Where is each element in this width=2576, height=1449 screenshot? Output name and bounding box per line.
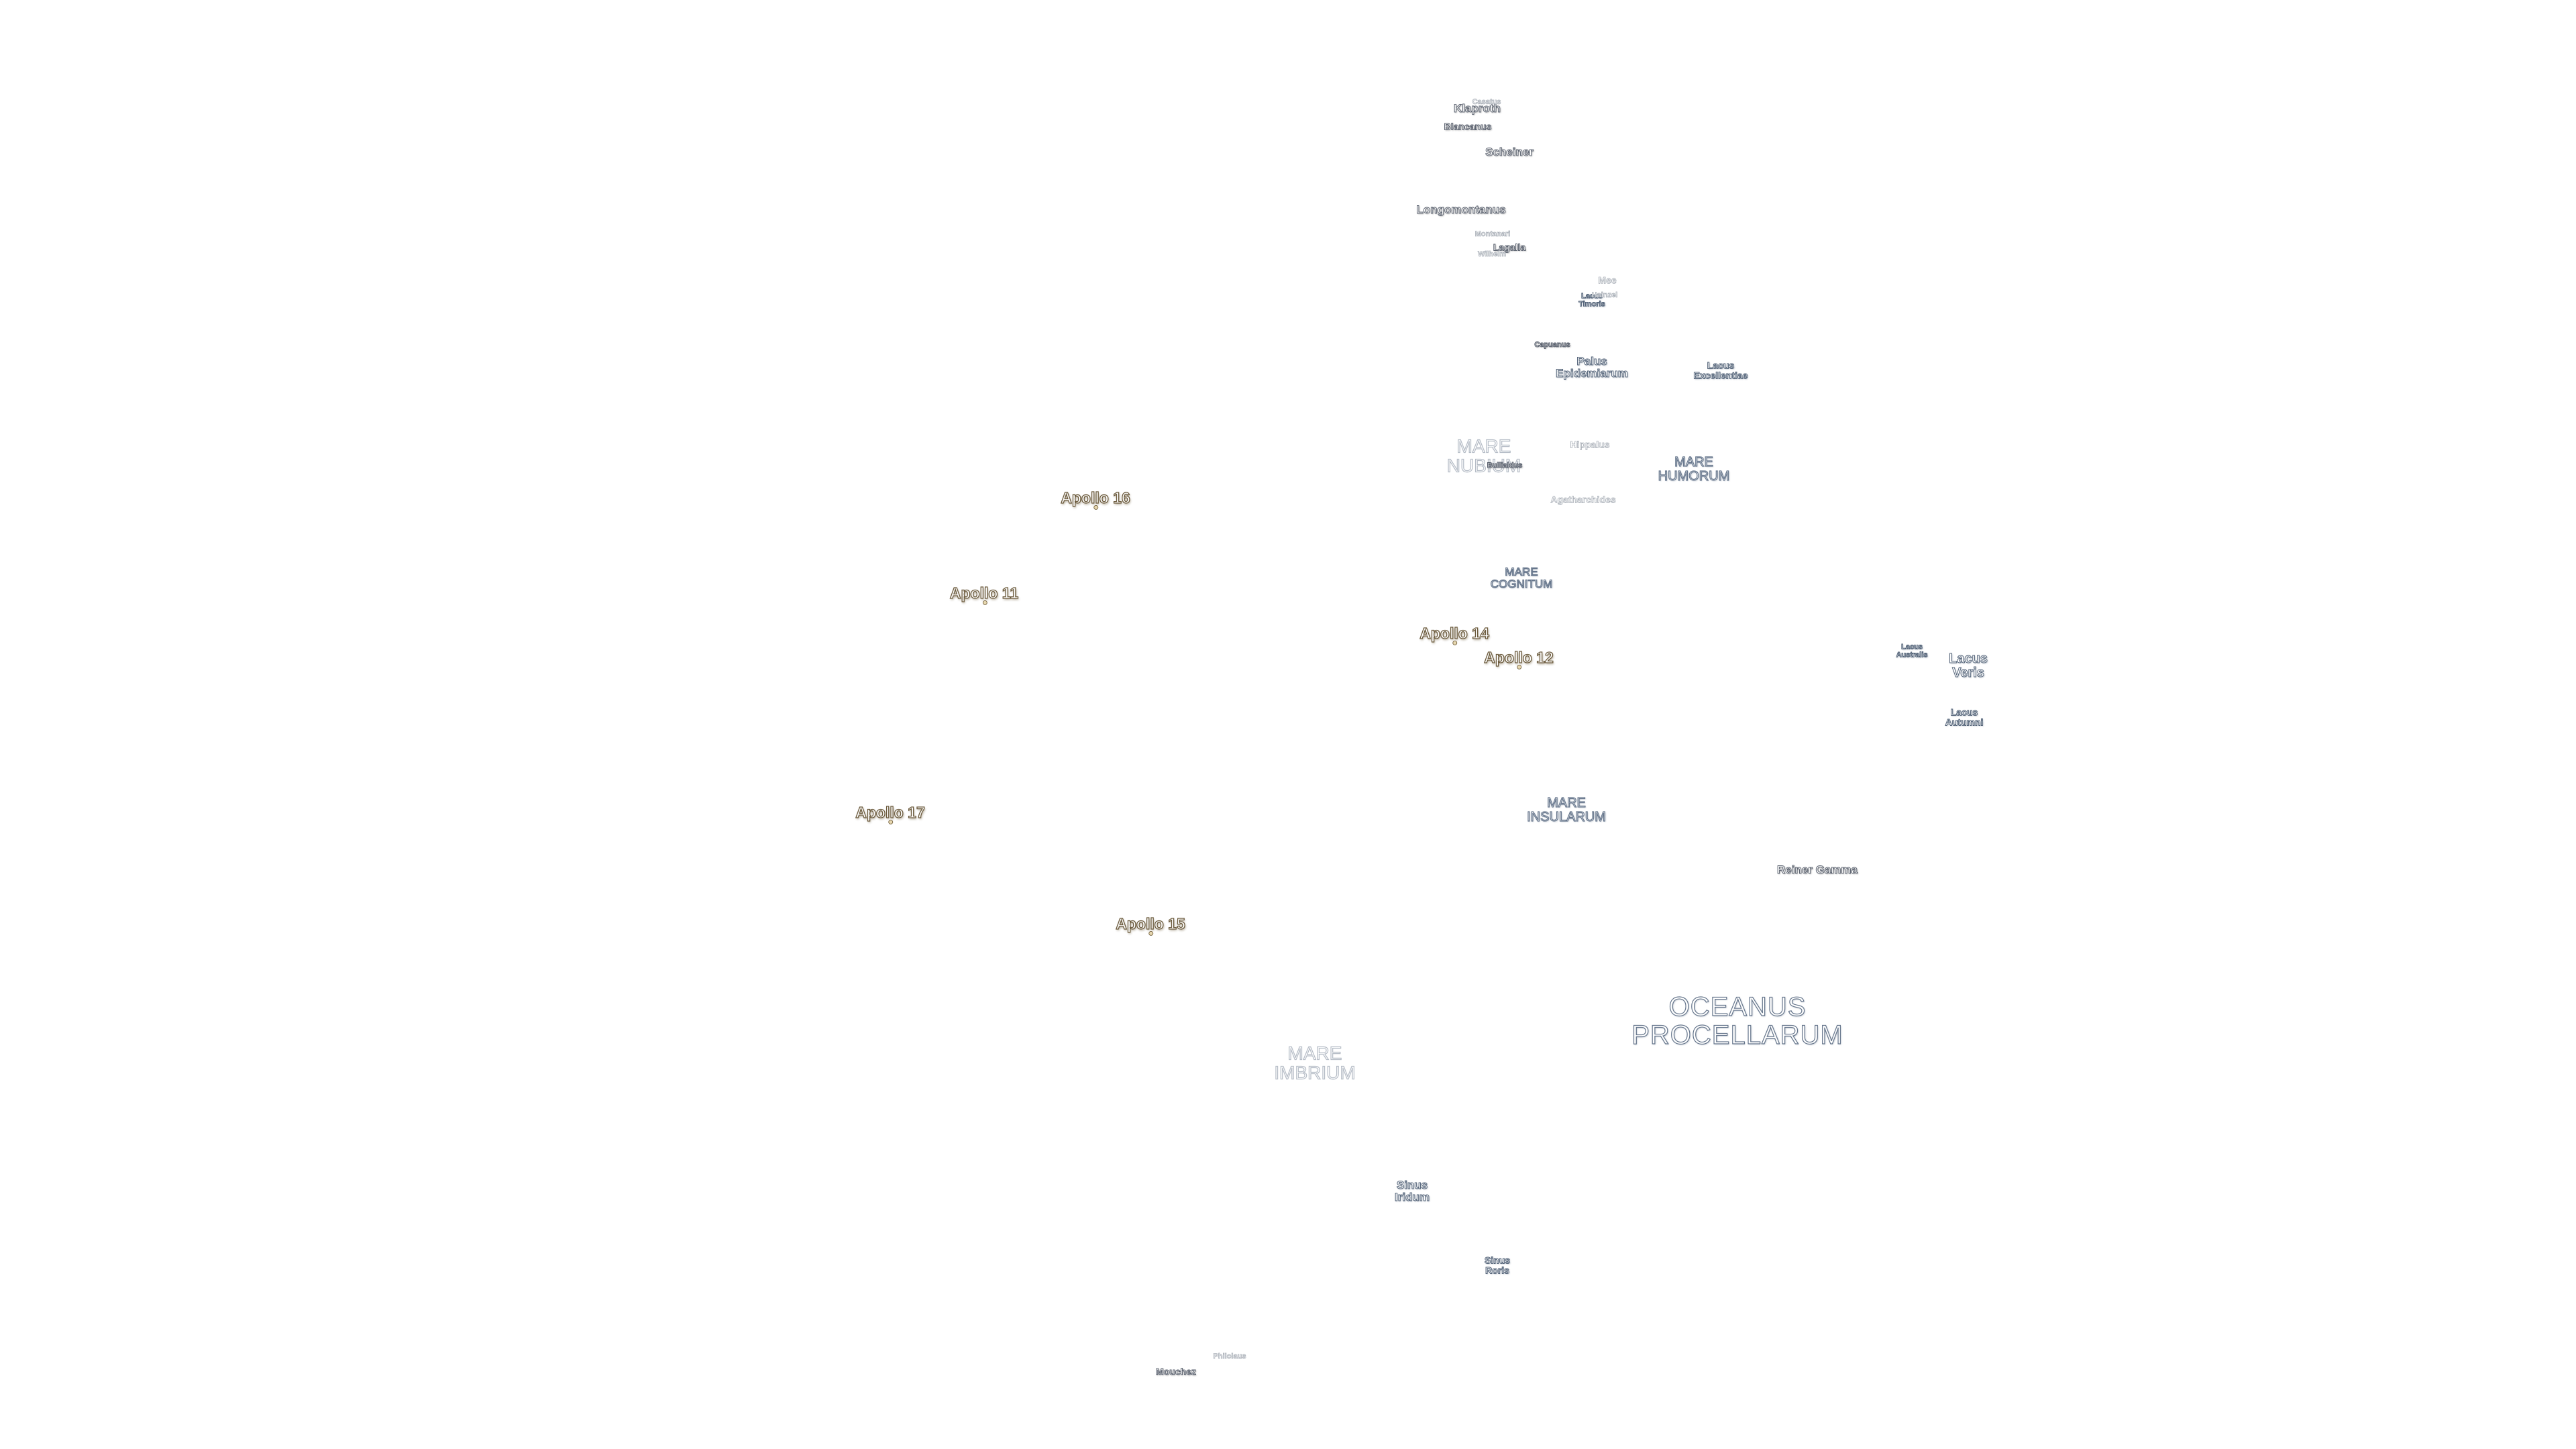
label-crater-mee[interactable]: Mee [1598,274,1617,286]
label-line: COGNITUM [1490,578,1553,590]
label-crater-capuanus[interactable]: Capuanus [1534,341,1570,350]
apollo-11-site-label[interactable]: Apollo 11 [949,584,1019,606]
label-crater-montanari[interactable]: Montanari [1474,230,1511,239]
label-line: Veris [1952,665,1985,680]
label-line: MARE [1547,796,1587,810]
label-crater-hainzel[interactable]: Hainzel [1591,291,1618,300]
label-crater-philolaus[interactable]: Philolaus [1213,1352,1246,1361]
label-sinus-iridum[interactable]: Sinus Iridum [1395,1179,1430,1203]
apollo-14-site-label[interactable]: Apollo 14 [1419,624,1489,646]
label-lacus-timoris[interactable]: Lacus Timoris [1578,292,1606,308]
label-crater-reiner-gamma[interactable]: Reiner Gamma [1777,863,1858,877]
label-crater-hippalus[interactable]: Hippalus [1570,439,1610,450]
label-oceanus-procellarum[interactable]: OCEANUS PROCELLARUM [1631,992,1843,1050]
label-line: PROCELLARUM [1631,1020,1843,1050]
label-line: Australis [1896,651,1928,659]
label-line: HUMORUM [1658,469,1730,484]
label-line: INSULARUM [1527,810,1607,824]
label-line: NUBIUM [1446,455,1521,476]
apollo-17-site-label[interactable]: Apollo 17 [855,803,925,825]
label-line: Lacus [1901,643,1923,651]
apollo-12-site-label[interactable]: Apollo 12 [1484,648,1554,670]
label-line: Excellentiae [1693,370,1748,380]
label-crater-blancanus[interactable]: Blancanus [1444,121,1492,132]
label-mare-insularum[interactable]: MARE INSULARUM [1527,796,1607,824]
label-line: Sinus [1484,1254,1511,1266]
label-crater-longomontanus[interactable]: Longomontanus [1416,203,1506,217]
label-line: Lacus [1949,651,1988,666]
label-line: IMBRIUM [1274,1063,1356,1083]
label-crater-wilhelm[interactable]: Wilhelm [1477,250,1507,259]
label-crater-lagalla[interactable]: Lagalla [1493,241,1526,253]
label-crater-casatus[interactable]: Casatus [1472,98,1501,107]
label-sinus-roris[interactable]: Sinus Roris [1484,1254,1511,1275]
label-line: MARE [1674,455,1713,470]
label-line: Timoris [1578,300,1606,308]
label-lacus-excellentiae[interactable]: Lacus Excellentiae [1693,360,1748,380]
label-line: MARE [1456,435,1511,457]
label-line: MARE [1287,1042,1342,1064]
label-lacus-veris[interactable]: Lacus Veris [1949,651,1988,680]
label-palus-epidemiarum[interactable]: Palus Epidemiarum [1556,355,1629,380]
label-line: Iridum [1395,1191,1430,1203]
label-line: Palus [1576,355,1607,368]
label-lacus-autumni[interactable]: Lacus Autumni [1945,707,1984,727]
apollo-16-site-label[interactable]: Apollo 16 [1061,488,1130,511]
label-crater-agatharchides[interactable]: Agatharchides [1550,494,1616,505]
label-line: Lacus [1707,360,1735,371]
label-line: Lacus [1581,292,1603,301]
label-line: Lacus [1950,706,1978,718]
label-line: Autumni [1945,716,1984,727]
label-mare-humorum[interactable]: MARE HUMORUM [1658,455,1730,484]
label-mare-imbrium[interactable]: MARE IMBRIUM [1274,1042,1356,1083]
label-crater-bullialdus[interactable]: Bullialdus [1487,462,1523,470]
label-mare-cognitum[interactable]: MARE COGNITUM [1490,566,1553,590]
label-line: Sinus [1396,1179,1428,1192]
label-line: Roris [1485,1265,1510,1275]
label-crater-klaproth[interactable]: Klaproth [1454,102,1501,115]
label-mare-nubium[interactable]: MARE NUBIUM [1446,435,1521,476]
label-line: OCEANUS [1668,992,1807,1022]
label-line: MARE [1505,566,1538,579]
label-lacus-australis[interactable]: Lacus Australis [1896,643,1928,659]
label-crater-scheiner[interactable]: Scheiner [1485,146,1534,159]
label-crater-mouchez[interactable]: Mouchez [1156,1366,1197,1377]
apollo-15-site-label[interactable]: Apollo 15 [1116,914,1185,936]
label-line: Epidemiarum [1556,367,1629,380]
